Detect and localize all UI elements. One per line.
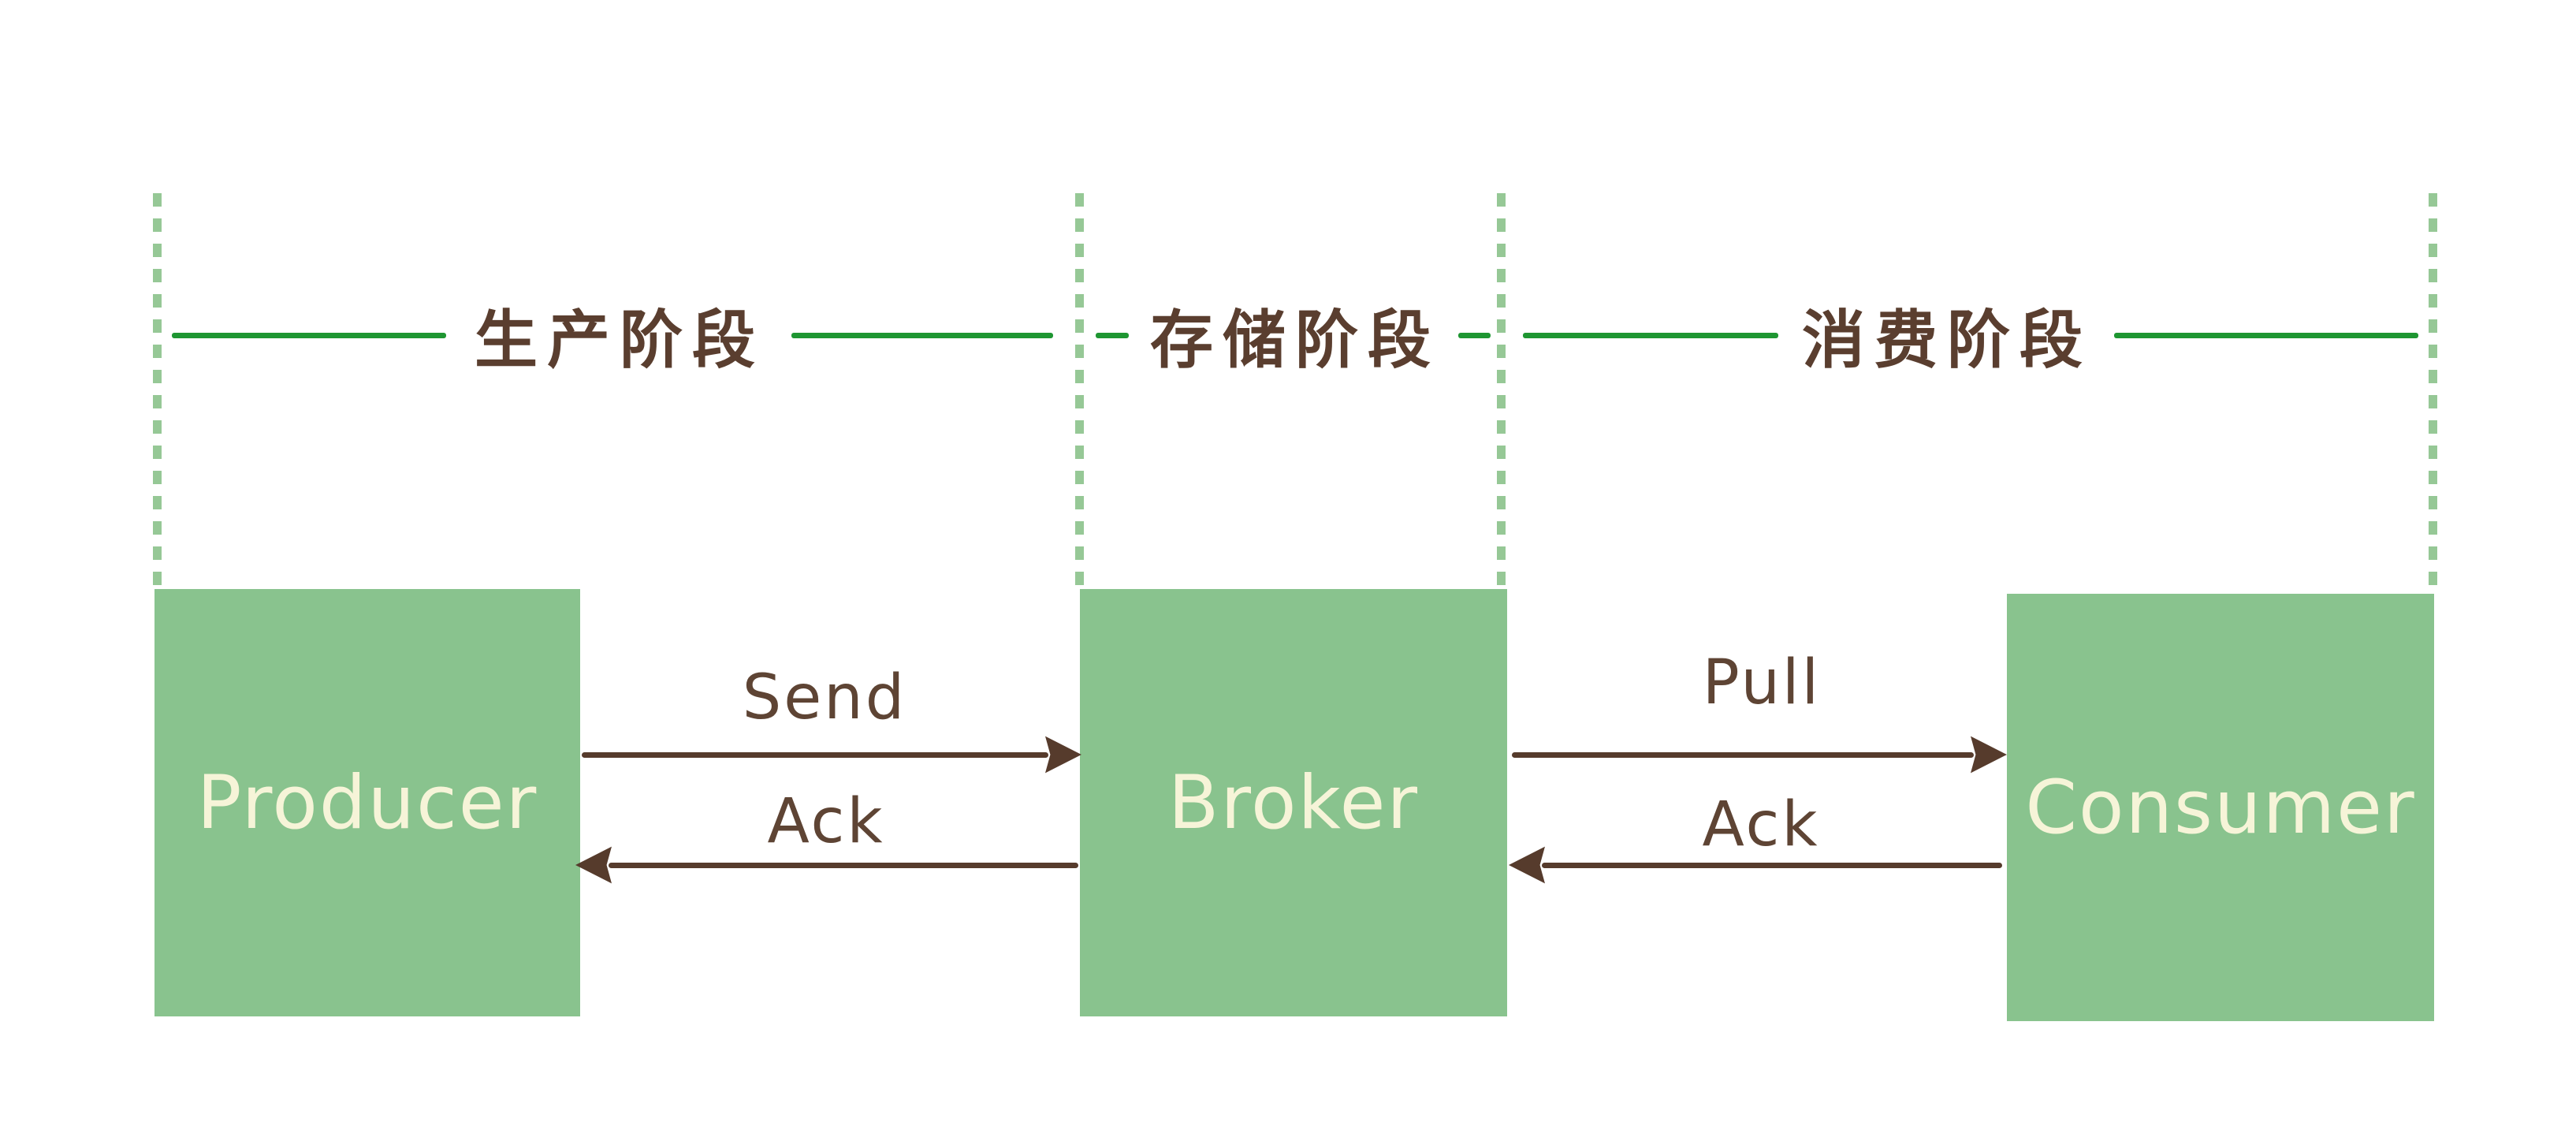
producer-ack-label: Ack (767, 786, 885, 857)
pull-arrowhead-icon (1971, 736, 2007, 774)
pull-arrow (1510, 734, 2007, 775)
send-arrow (580, 734, 1081, 775)
phase-boundary-dashed-line-1 (153, 193, 162, 589)
phase-label-consumption: 消费阶段 (1802, 304, 2092, 377)
phase-boundary-dashed-line-2 (1075, 193, 1084, 589)
producer-node: Producer (154, 589, 580, 1016)
producer-ack-arrow (575, 845, 1080, 886)
consumer-node: Consumer (2007, 594, 2434, 1021)
phase-label-storage: 存储阶段 (1150, 304, 1440, 377)
broker-label: Broker (1167, 759, 1420, 846)
send-label: Send (742, 662, 907, 733)
phase-boundary-dashed-line-4 (2429, 193, 2437, 594)
phase-line-segment (1096, 333, 1129, 338)
broker-ack-arrow (1509, 845, 2004, 886)
producer-ack-arrow-shaft (609, 862, 1078, 868)
producer-ack-arrowhead-icon (575, 845, 612, 886)
phase-boundary-dashed-line-3 (1497, 193, 1506, 589)
send-arrow-shaft (582, 751, 1048, 758)
phase-line-segment (1523, 333, 1778, 338)
phase-label-production: 生产阶段 (475, 304, 765, 377)
producer-label: Producer (196, 759, 538, 846)
pull-label: Pull (1702, 647, 1822, 718)
broker-ack-label: Ack (1702, 789, 1820, 860)
phase-line-segment (172, 333, 446, 338)
phase-line-segment (1458, 333, 1491, 338)
consumer-label: Consumer (2025, 764, 2416, 851)
pull-arrow-shaft (1512, 751, 1974, 758)
phase-line-segment (791, 333, 1053, 338)
send-arrowhead-icon (1045, 736, 1081, 774)
phase-line-segment (2114, 333, 2418, 338)
broker-ack-arrowhead-icon (1509, 845, 1545, 886)
broker-node: Broker (1080, 589, 1507, 1016)
broker-ack-arrow-shaft (1542, 862, 2002, 868)
